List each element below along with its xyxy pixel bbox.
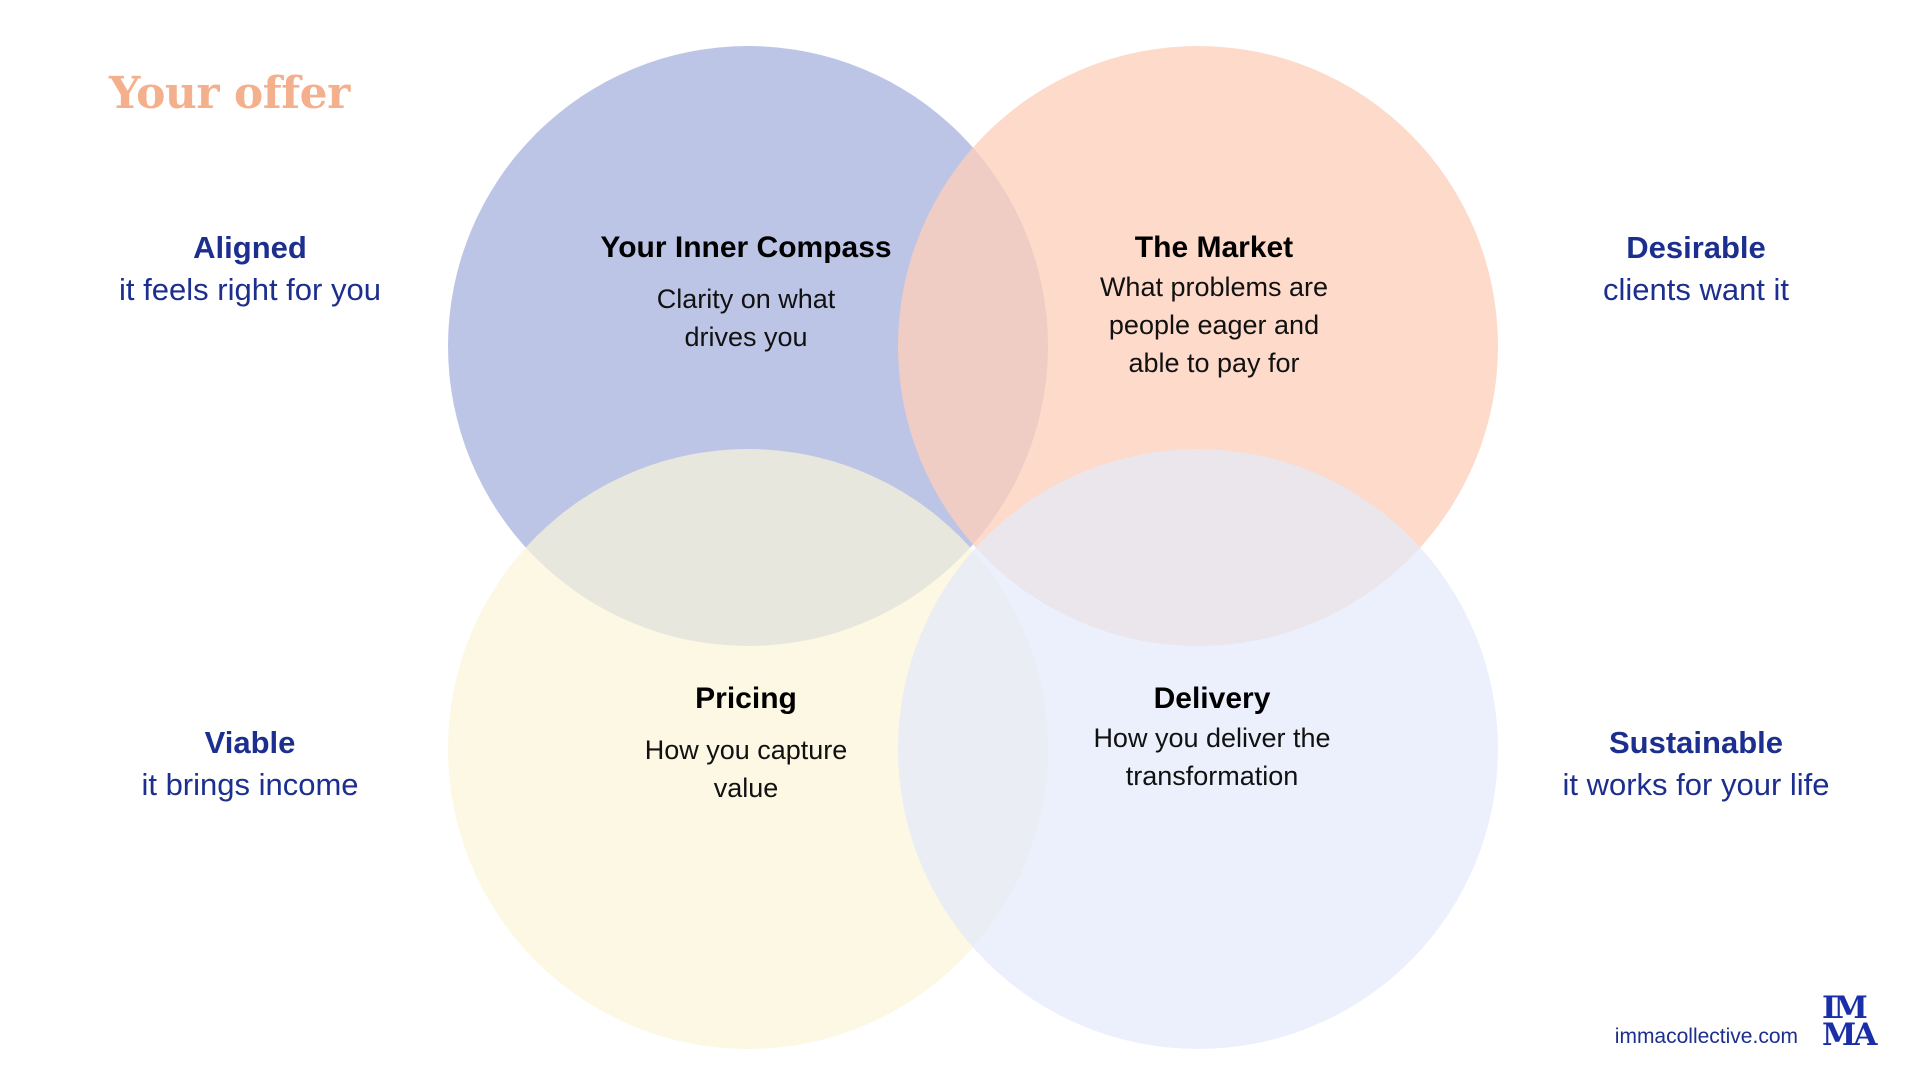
criterion-desirable: Desirable clients want it: [1603, 228, 1789, 312]
market-line-2: people eager and: [1108, 310, 1320, 340]
delivery-line-1: How you deliver the: [1093, 723, 1331, 753]
criterion-aligned-title: Aligned: [193, 230, 307, 265]
circle-label-delivery: Delivery How you deliver the transformat…: [1093, 679, 1330, 795]
circle-delivery: [898, 449, 1498, 1049]
imma-logo: IM MA: [1822, 990, 1892, 1055]
circle-label-inner-compass: Your Inner Compass Clarity on what drive…: [600, 228, 891, 356]
criterion-sustainable-title: Sustainable: [1608, 725, 1783, 760]
pricing-line-1: How you capture: [644, 735, 848, 765]
inner-compass-heading: Your Inner Compass: [600, 231, 892, 264]
inner-compass-line-2: drives you: [684, 322, 808, 352]
circle-pricing: [448, 449, 1048, 1049]
market-heading: The Market: [1134, 231, 1294, 264]
inner-compass-description: Clarity on what drives you: [600, 280, 891, 356]
criterion-sustainable: Sustainable it works for your life: [1562, 723, 1829, 807]
pricing-line-2: value: [713, 773, 779, 803]
criterion-viable-title: Viable: [204, 725, 296, 760]
criterion-viable-subtitle: it brings income: [141, 767, 359, 802]
logo-line-2: MA: [1822, 1017, 1877, 1053]
circle-label-market: The Market What problems are people eage…: [1100, 228, 1328, 382]
market-line-3: able to pay for: [1128, 348, 1300, 378]
inner-compass-line-1: Clarity on what: [656, 284, 836, 314]
criterion-desirable-title: Desirable: [1626, 230, 1766, 265]
market-line-1: What problems are: [1099, 272, 1329, 302]
website-link[interactable]: immacollective.com: [1614, 1025, 1798, 1048]
circle-label-pricing: Pricing How you capture value: [645, 679, 848, 807]
criterion-viable: Viable it brings income: [141, 723, 358, 807]
criterion-aligned: Aligned it feels right for you: [119, 228, 381, 312]
delivery-line-2: transformation: [1125, 761, 1299, 791]
page-title: Your offer: [109, 68, 350, 119]
pricing-heading: Pricing: [695, 682, 797, 715]
pricing-description: How you capture value: [645, 731, 848, 807]
criterion-sustainable-subtitle: it works for your life: [1562, 767, 1830, 802]
criterion-aligned-subtitle: it feels right for you: [119, 272, 381, 307]
criterion-desirable-subtitle: clients want it: [1602, 272, 1790, 307]
market-description: What problems are people eager and able …: [1100, 268, 1328, 382]
delivery-heading: Delivery: [1153, 682, 1271, 715]
logo-line-1: IM: [1822, 990, 1868, 1026]
delivery-description: How you deliver the transformation: [1093, 719, 1330, 795]
